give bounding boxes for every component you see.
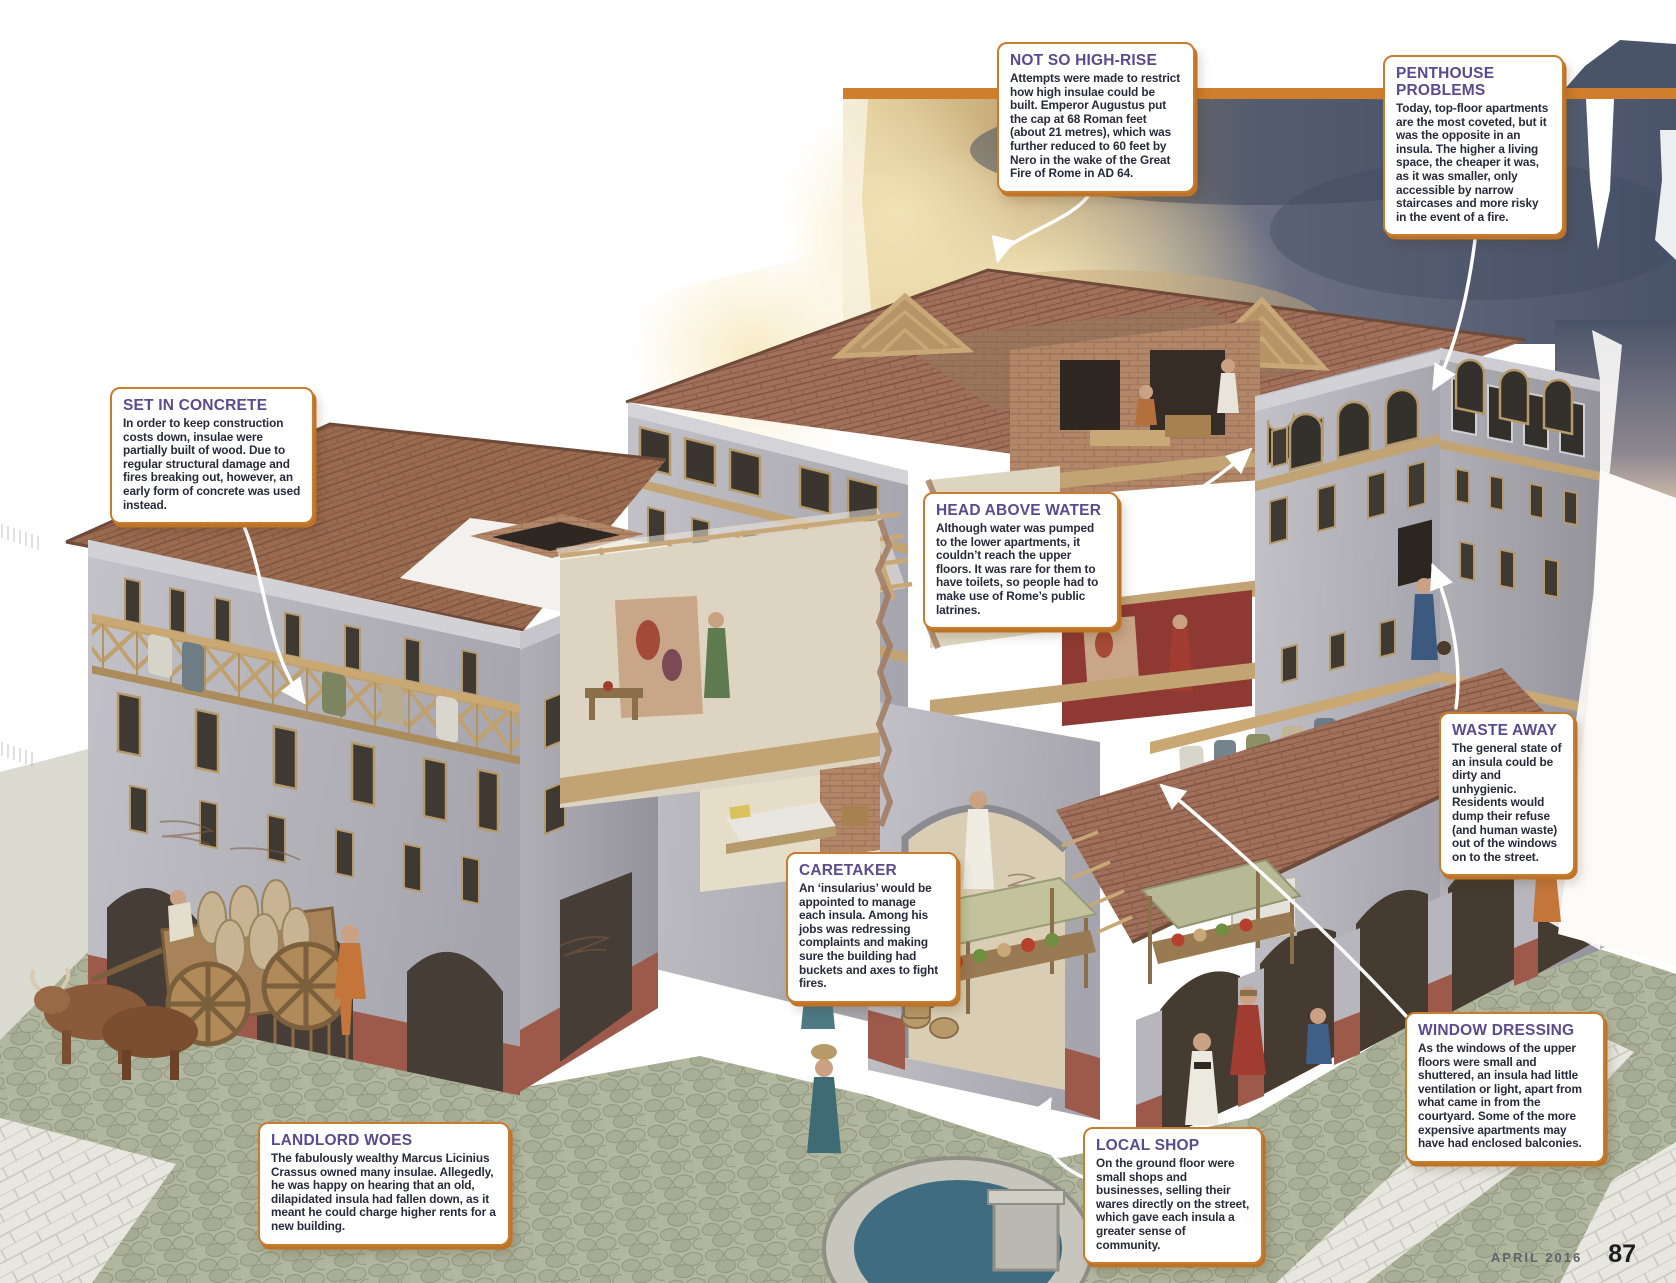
callout-title: LOCAL SHOP bbox=[1096, 1137, 1200, 1154]
graffiti bbox=[159, 820, 301, 861]
leader-head-above-water bbox=[1113, 447, 1253, 542]
callout-body: Although water was pumped to the lower a… bbox=[936, 521, 1099, 617]
leader-window-dressing bbox=[1159, 783, 1408, 1018]
callout-body: Today, top-floor apartments are the most… bbox=[1396, 101, 1549, 224]
page-number: 87 bbox=[1608, 1240, 1636, 1268]
figure-white-lady bbox=[1185, 1033, 1219, 1125]
graffiti bbox=[559, 936, 612, 957]
issue-date: APRIL 2016 bbox=[1490, 1250, 1583, 1265]
figure-soldier bbox=[1230, 987, 1266, 1075]
callout-body: Attempts were made to restrict how high … bbox=[1010, 71, 1181, 181]
ox-cart bbox=[30, 879, 366, 1080]
page-footer: APRIL 2016 87 bbox=[1491, 1240, 1636, 1269]
leader-not-so-high-rise bbox=[991, 188, 1094, 264]
figure-cart-man bbox=[334, 925, 366, 1035]
callout-body: The general state of an insula could be … bbox=[1452, 741, 1562, 864]
callout-title: CARETAKER bbox=[799, 862, 897, 879]
page-white bbox=[1558, 470, 1676, 966]
laundry bbox=[148, 634, 458, 743]
callout-local-shop: LOCAL SHOP On the ground floor were smal… bbox=[1083, 1127, 1263, 1265]
leader-waste-away bbox=[1430, 562, 1460, 710]
figure-seated-blue bbox=[1306, 1008, 1332, 1064]
sketch-marks bbox=[1, 524, 39, 766]
callout-title: NOT SO HIGH-RISE bbox=[1010, 52, 1158, 69]
top-arch-loggia bbox=[1288, 358, 1574, 472]
callout-waste-away: WASTE AWAY The general state of an insul… bbox=[1439, 712, 1575, 877]
figure-basket-woman bbox=[807, 1044, 841, 1153]
callout-title: HEAD ABOVE WATER bbox=[936, 502, 1102, 519]
callout-title: PENTHOUSE PROBLEMS bbox=[1396, 65, 1495, 99]
figure-seated-man bbox=[1135, 385, 1157, 425]
figure-white-tunic bbox=[963, 791, 994, 889]
callout-landlord-woes: LANDLORD WOES The fabulously wealthy Mar… bbox=[258, 1122, 510, 1246]
callout-not-so-high-rise: NOT SO HIGH-RISE Attempts were made to r… bbox=[997, 42, 1195, 193]
callout-penthouse-problems: PENTHOUSE PROBLEMS Today, top-floor apar… bbox=[1383, 55, 1564, 237]
callout-title: WINDOW DRESSING bbox=[1418, 1022, 1575, 1039]
callout-body: An ‘insularius’ would be appointed to ma… bbox=[799, 881, 939, 991]
divider-bar bbox=[843, 88, 1676, 99]
callout-title: SET IN CONCRETE bbox=[123, 397, 268, 414]
figure-waste-woman bbox=[1411, 578, 1451, 660]
callout-head-above-water: HEAD ABOVE WATER Although water was pump… bbox=[923, 492, 1119, 630]
fountain bbox=[822, 1156, 1094, 1283]
callout-window-dressing: WINDOW DRESSING As the windows of the up… bbox=[1405, 1012, 1605, 1163]
callout-title: LANDLORD WOES bbox=[271, 1132, 413, 1149]
callout-set-in-concrete: SET IN CONCRETE In order to keep constru… bbox=[110, 387, 314, 525]
cutaway-left-interior bbox=[560, 519, 894, 892]
callout-title: WASTE AWAY bbox=[1452, 722, 1558, 739]
callout-body: As the windows of the upper floors were … bbox=[1418, 1041, 1582, 1151]
callout-body: In order to keep construction costs down… bbox=[123, 416, 301, 512]
callout-caretaker: CARETAKER An ‘insularius’ would be appoi… bbox=[786, 852, 958, 1003]
bed bbox=[726, 802, 836, 854]
leader-local-shop bbox=[1028, 1096, 1087, 1180]
callout-body: On the ground floor were small shops and… bbox=[1096, 1156, 1250, 1252]
figure-loader bbox=[168, 890, 194, 942]
oxen bbox=[30, 966, 198, 1080]
callout-body: The fabulously wealthy Marcus Licinius C… bbox=[271, 1151, 496, 1233]
market-stall bbox=[1140, 858, 1302, 984]
figure-green-woman bbox=[704, 612, 730, 698]
figure-standing-woman bbox=[1217, 359, 1239, 413]
